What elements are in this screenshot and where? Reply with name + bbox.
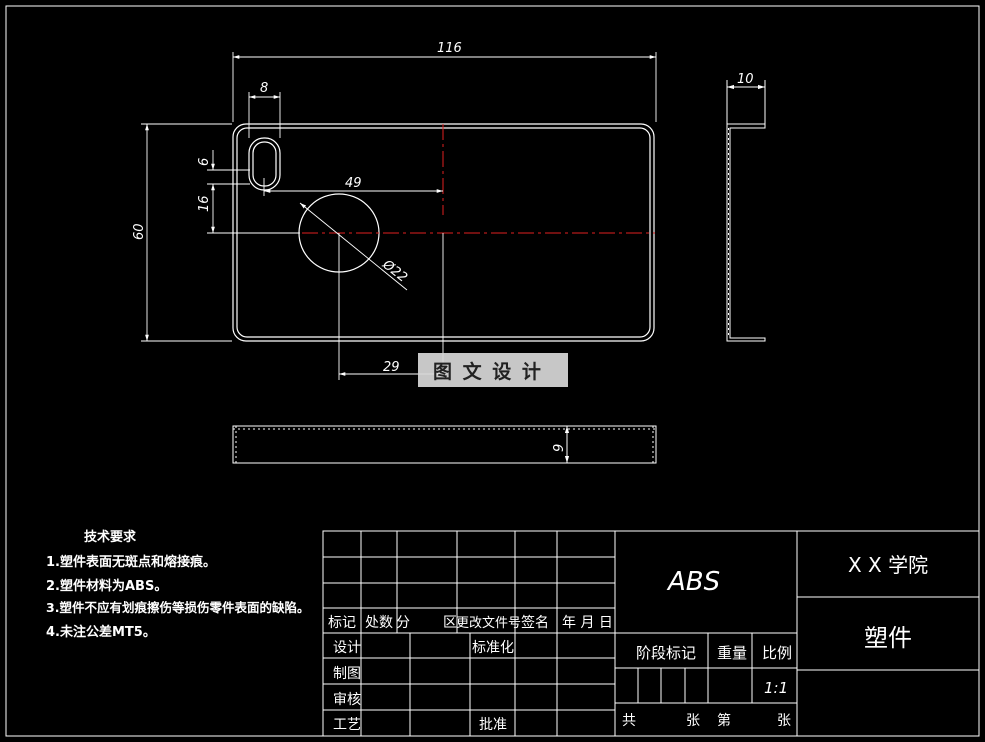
rev-header-zone: 区 xyxy=(443,615,457,631)
rev-header-count: 处数 xyxy=(365,615,393,631)
note-2: 2.塑件材料为ABS。 xyxy=(46,578,167,594)
sign-process: 工艺 xyxy=(333,717,361,733)
title-block xyxy=(322,530,980,737)
approve-label: 批准 xyxy=(479,717,507,733)
dim-9: 9 xyxy=(552,444,567,452)
dim-60: 60 xyxy=(132,223,147,240)
dim-6: 6 xyxy=(197,158,212,166)
sheet-label: 张 xyxy=(686,713,700,729)
svg-text:图 文 设 计: 图 文 设 计 xyxy=(433,360,543,383)
slot xyxy=(248,137,281,191)
dim-16: 16 xyxy=(197,195,212,212)
note-3: 3.塑件不应有划痕擦伤等损伤零件表面的缺陷。 xyxy=(46,600,309,615)
rev-header-date: 年 月 日 xyxy=(562,615,613,631)
dim-49: 49 xyxy=(345,176,362,191)
rev-header-mark: 标记 xyxy=(328,615,356,631)
scale-label: 比例 xyxy=(762,644,792,662)
center-lines xyxy=(275,124,655,234)
rev-header-sign: 签名 xyxy=(521,614,549,631)
part-name: 塑件 xyxy=(864,624,912,652)
total-label: 共 xyxy=(622,713,636,729)
no-label: 第 xyxy=(717,712,731,729)
dim-8: 8 xyxy=(260,81,268,96)
dimension-lines xyxy=(141,52,657,380)
note-1: 1.塑件表面无斑点和熔接痕。 xyxy=(46,554,216,570)
sign-design: 设计 xyxy=(333,640,361,656)
rev-header-part: 分 xyxy=(396,615,410,631)
standardize-label: 标准化 xyxy=(472,640,514,656)
school-name: X X 学院 xyxy=(848,553,928,577)
stage-mark-label: 阶段标记 xyxy=(636,644,696,662)
technical-notes: 技术要求 1.塑件表面无斑点和熔接痕。 2.塑件材料为ABS。 3.塑件不应有划… xyxy=(46,529,309,640)
rev-header-doc: 更改文件号 xyxy=(456,616,521,631)
dim-116: 116 xyxy=(437,41,462,56)
weight-label: 重量 xyxy=(717,644,747,662)
sign-review: 审核 xyxy=(333,692,361,708)
side-view xyxy=(726,80,766,342)
notes-title: 技术要求 xyxy=(84,529,137,545)
note-4: 4.未注公差MT5。 xyxy=(46,624,156,640)
scale-value: 1:1 xyxy=(764,679,788,697)
dim-29: 29 xyxy=(383,360,400,375)
watermark: 图 文 设 计 xyxy=(418,353,568,387)
dim-dia22: Ø22 xyxy=(379,257,410,286)
bottom-view xyxy=(232,425,657,464)
sign-draw: 制图 xyxy=(333,666,361,682)
material-label: ABS xyxy=(666,567,720,597)
sheet2-label: 张 xyxy=(777,713,791,729)
dim-10: 10 xyxy=(737,72,754,87)
